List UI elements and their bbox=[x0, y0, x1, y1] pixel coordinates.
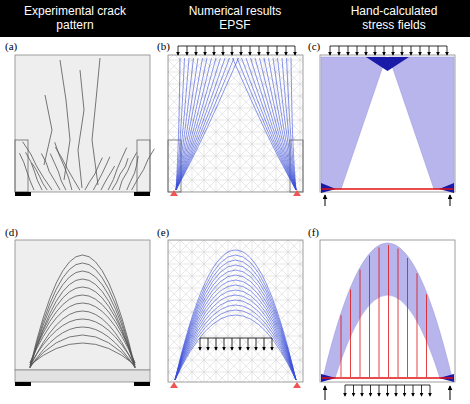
column-header: Experimental crack pattern bbox=[20, 4, 130, 32]
panel-f bbox=[320, 240, 455, 400]
panel-e bbox=[168, 240, 303, 388]
panel-label: (a) bbox=[5, 40, 17, 52]
header-band bbox=[0, 0, 470, 37]
panel-a bbox=[15, 55, 154, 196]
panel-d bbox=[15, 240, 150, 386]
panel-c bbox=[320, 46, 455, 206]
column-header: Hand-calculated stress fields bbox=[338, 4, 450, 32]
panel-label: (d) bbox=[5, 226, 18, 238]
panel-label: (f) bbox=[308, 226, 319, 238]
column-header: Numerical results EPSF bbox=[180, 4, 290, 32]
panel-label: (e) bbox=[157, 226, 169, 238]
panel-label: (b) bbox=[157, 40, 170, 52]
panel-label: (c) bbox=[308, 40, 320, 52]
panel-b bbox=[168, 46, 303, 196]
